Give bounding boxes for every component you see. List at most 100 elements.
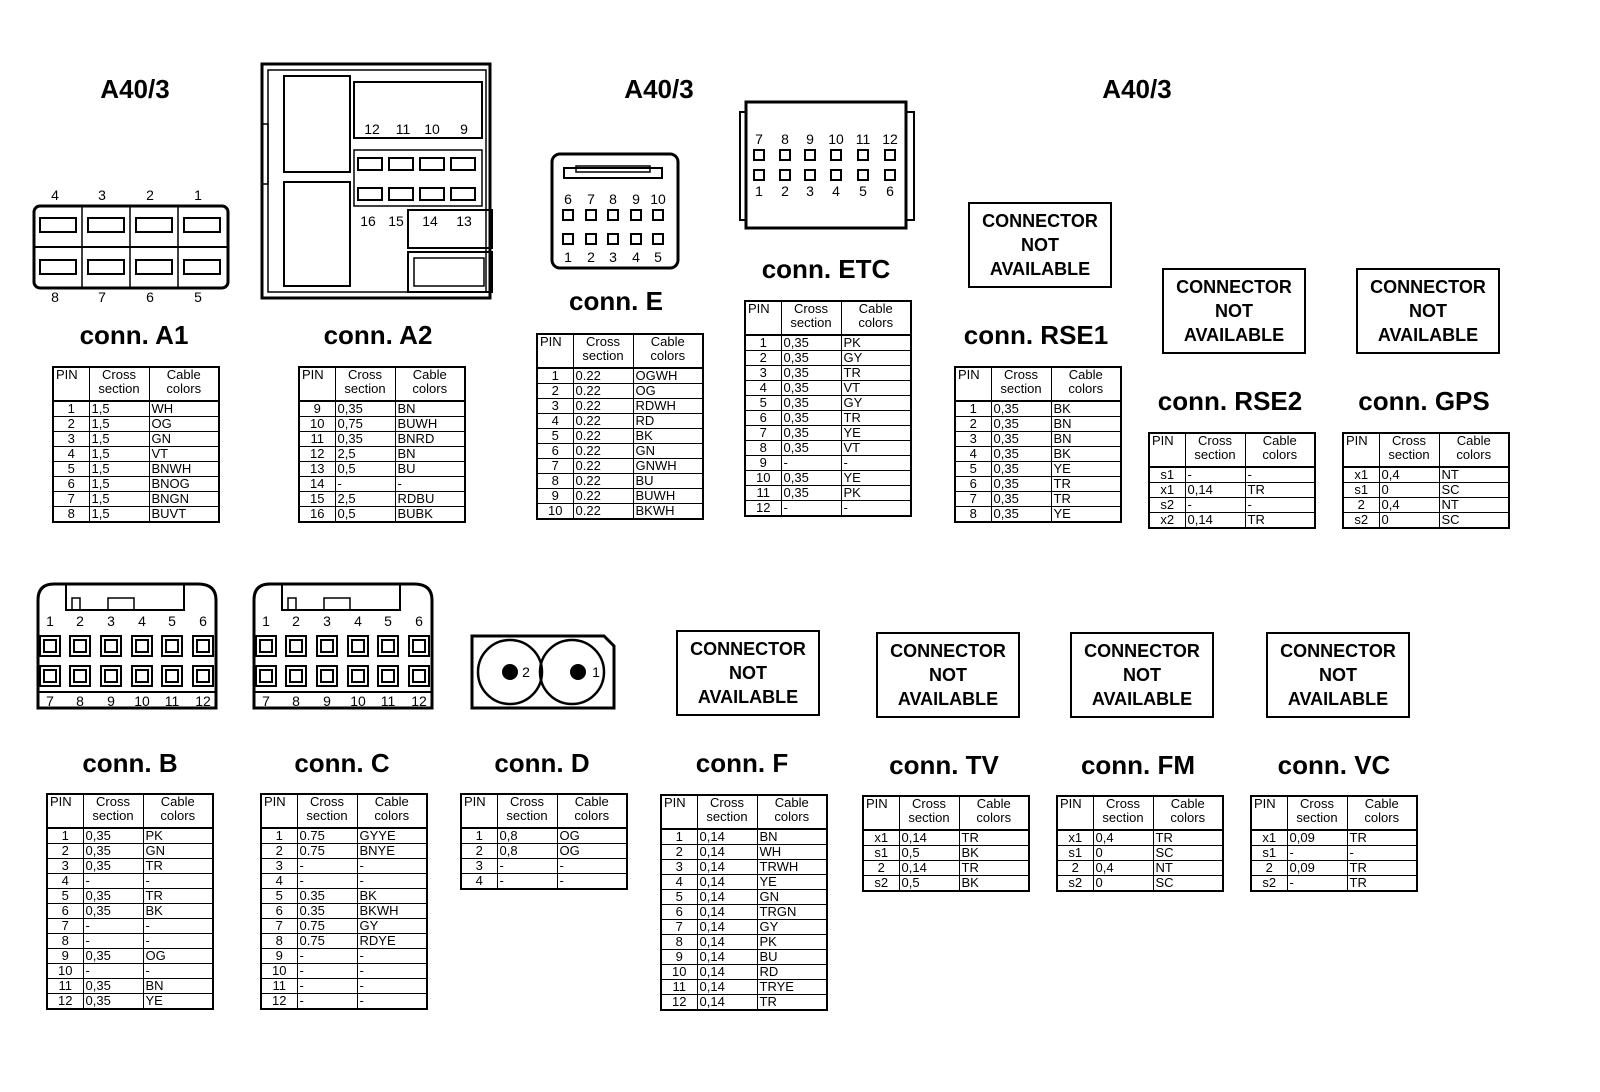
pin-cell: 7	[260, 918, 298, 934]
section-header-middle: A40/3	[624, 74, 694, 104]
pin-cell: 4	[660, 874, 698, 890]
cable-color-cell: OG	[142, 948, 214, 964]
pin-cell: s2	[1250, 875, 1288, 892]
cross-section-cell: 0,35	[780, 350, 842, 366]
table-row: 9--	[744, 455, 912, 471]
cable-color-cell: WH	[148, 400, 220, 417]
pin-label: 2	[146, 187, 154, 203]
na-line: AVAILABLE	[1377, 325, 1479, 345]
pin-label: 4	[51, 187, 59, 203]
connector-etc-drawing: 7 8 9 10 11 12 1 2 3 4 5 6	[739, 100, 915, 230]
table-row: 4--	[46, 873, 214, 889]
cross-section-cell: 0,5	[334, 461, 396, 477]
connector-title-etc: conn. ETC	[761, 254, 891, 284]
pin-cell: 6	[260, 903, 298, 919]
pin-cell: 5	[744, 395, 782, 411]
pin-label: 1	[46, 613, 54, 629]
pin-cell: 8	[536, 473, 574, 489]
pin-cell: 2	[744, 350, 782, 366]
connector-title-c: conn. C	[294, 748, 390, 778]
pin-cell: s1	[862, 845, 900, 861]
cable-color-cell: BK	[1050, 446, 1122, 462]
cable-color-cell: BUBK	[394, 506, 466, 523]
pin-cell: 5	[46, 888, 84, 904]
pin-cell: 12	[46, 993, 84, 1010]
cable-color-cell: OGWH	[632, 367, 704, 384]
cable-color-cell: SC	[1438, 512, 1510, 529]
pin-label: 5	[194, 289, 202, 305]
pin-label: 9	[107, 693, 115, 709]
connector-not-available-f: CONNECTOR NOT AVAILABLE	[676, 630, 820, 716]
cable-color-cell: BNGN	[148, 491, 220, 507]
pin-cell: x1	[862, 829, 900, 846]
pin-label: 5	[384, 613, 392, 629]
pin-label: 6	[886, 183, 894, 199]
cross-section-cell: 0,35	[780, 425, 842, 441]
cable-color-cell: GY	[356, 918, 428, 934]
pin-cell: 8	[52, 506, 90, 523]
pin-label: 11	[381, 693, 396, 709]
cross-section-cell: 0,14	[696, 828, 758, 845]
cable-color-cell: YE	[142, 993, 214, 1010]
cross-section-cell: 0.22	[572, 443, 634, 459]
pin-label: 1	[194, 187, 202, 203]
cross-section-cell: 0,35	[82, 843, 144, 859]
cable-color-cell: -	[356, 948, 428, 964]
pin-cell: 4	[52, 446, 90, 462]
cross-section-cell: -	[82, 918, 144, 934]
pin-label: 4	[354, 613, 362, 629]
cross-section-cell: 0,5	[898, 845, 960, 861]
pin-cell: 7	[52, 491, 90, 507]
pin-cell: 5	[660, 889, 698, 905]
pin-cell: s1	[1342, 482, 1380, 498]
cross-section-cell: 0,35	[82, 978, 144, 994]
header-pin: PIN	[1342, 432, 1380, 468]
cross-section-cell: 0,14	[696, 934, 758, 950]
cross-section-cell: 0,14	[696, 994, 758, 1011]
cross-section-cell: 0,4	[1378, 497, 1440, 513]
connector-title-fm: conn. FM	[1080, 750, 1196, 780]
cable-color-cell: BK	[1050, 400, 1122, 417]
cross-section-cell: 1,5	[88, 506, 150, 523]
cable-color-cell: BNYE	[356, 843, 428, 859]
cross-section-cell: 0.75	[296, 827, 358, 844]
cross-section-cell: 0,35	[82, 888, 144, 904]
pin-cell: 6	[536, 443, 574, 459]
pin-cell: 3	[260, 858, 298, 874]
cable-color-cell: TR	[756, 994, 828, 1011]
na-line: CONNECTOR	[1084, 641, 1200, 661]
connector-not-available-vc: CONNECTOR NOT AVAILABLE	[1266, 632, 1410, 718]
pin-cell: 11	[46, 978, 84, 994]
pin-cell: 1	[460, 827, 498, 844]
cross-section-cell: 0.22	[572, 413, 634, 429]
cable-color-cell: -	[356, 993, 428, 1010]
connector-title-gps: conn. GPS	[1358, 386, 1490, 416]
pin-cell: 4	[536, 413, 574, 429]
pin-cell: 2	[1342, 497, 1380, 513]
